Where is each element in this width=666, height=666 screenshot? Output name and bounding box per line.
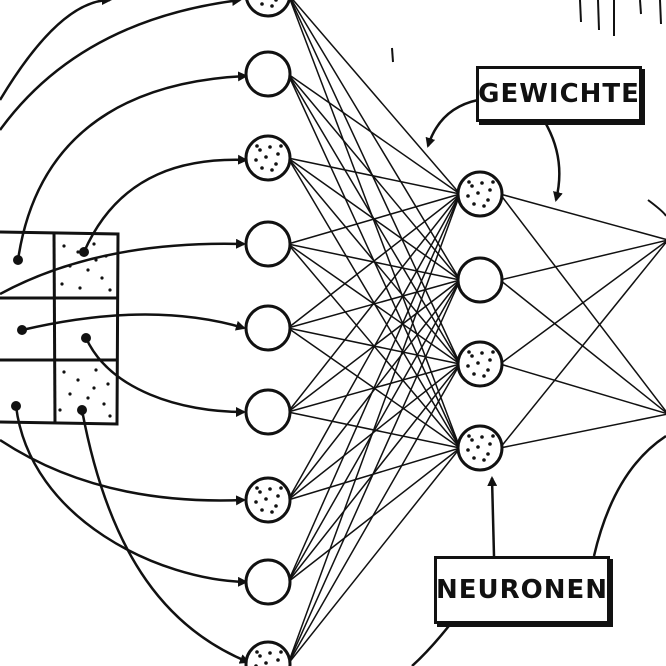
weight-edge bbox=[499, 413, 666, 449]
input-neuron bbox=[244, 134, 292, 182]
input-neuron bbox=[244, 50, 292, 98]
arrow-pixel-to-neuron-2 bbox=[16, 71, 248, 261]
input-neuron bbox=[244, 388, 292, 436]
arrow-left-edge-out bbox=[0, 0, 112, 101]
weight-edge bbox=[287, 279, 461, 501]
weights-arrow-down bbox=[544, 123, 563, 202]
input-neuron bbox=[244, 558, 292, 606]
arrow-pixel-to-neuron-5 bbox=[21, 313, 246, 332]
hidden-neuron bbox=[456, 170, 504, 218]
weight-edge bbox=[287, 193, 461, 665]
weight-edge bbox=[289, 0, 461, 449]
arrow-pixel-to-neuron-3 bbox=[82, 154, 248, 253]
weight-edge bbox=[499, 279, 666, 414]
weight-edge bbox=[287, 363, 461, 665]
input-neuron bbox=[245, 0, 291, 18]
hidden-neuron bbox=[456, 424, 504, 472]
weights-hidden-to-output bbox=[499, 193, 666, 449]
hidden-neuron bbox=[456, 256, 504, 304]
arrow-pixel-to-neuron-9 bbox=[80, 409, 250, 664]
weight-edge bbox=[287, 193, 461, 245]
weights-arrow-left bbox=[425, 98, 479, 148]
neurons-arrow-up bbox=[487, 476, 498, 557]
arrow-pixel-to-neuron-4 bbox=[0, 238, 246, 296]
weight-edge bbox=[287, 193, 461, 329]
weight-edge bbox=[499, 241, 666, 449]
hidden-neuron bbox=[456, 340, 504, 388]
weight-edge bbox=[499, 193, 666, 241]
weight-edge bbox=[287, 73, 461, 195]
weight-edge bbox=[287, 157, 461, 195]
input-neuron bbox=[244, 304, 292, 352]
weights-input-to-hidden bbox=[287, 0, 461, 665]
arrow-pixel-to-neuron-6 bbox=[84, 337, 246, 417]
input-neuron bbox=[244, 640, 292, 666]
weight-edge bbox=[287, 193, 461, 501]
weight-edge bbox=[290, 0, 461, 281]
neurons-label: NEURONEN bbox=[435, 575, 609, 605]
weight-edge bbox=[499, 193, 666, 413]
arrow-pixel-to-neuron-8 bbox=[14, 405, 248, 587]
neurons-arrow-bottom bbox=[411, 621, 453, 666]
annotation-arrows bbox=[411, 98, 666, 666]
weight-edge bbox=[499, 363, 666, 415]
input-neuron bbox=[244, 476, 292, 524]
neurons-label-box: NEURONEN bbox=[434, 556, 610, 624]
weight-edge bbox=[287, 447, 461, 665]
neurons-arrow-right bbox=[592, 434, 666, 557]
weight-edge bbox=[499, 239, 666, 281]
arrow-pixel-to-neuron-7 bbox=[0, 438, 246, 506]
weight-edge bbox=[287, 279, 461, 665]
input-arrows bbox=[0, 0, 250, 664]
neurons bbox=[244, 0, 504, 666]
weight-edge bbox=[499, 240, 666, 365]
grid-lines bbox=[0, 230, 120, 426]
arrow-pixel-to-neuron-1 bbox=[0, 0, 242, 131]
weights-label: GEWICHTE bbox=[478, 79, 640, 109]
input-image-grid bbox=[0, 230, 120, 426]
input-neuron bbox=[244, 220, 292, 268]
grid-dotted-cells bbox=[58, 242, 112, 418]
weights-label-box: GEWICHTE bbox=[476, 66, 642, 122]
weight-edge bbox=[287, 193, 461, 583]
weight-edge bbox=[292, 0, 461, 195]
weight-edge bbox=[289, 0, 461, 365]
weight-edge bbox=[287, 193, 461, 413]
background-hatching bbox=[391, 0, 666, 217]
